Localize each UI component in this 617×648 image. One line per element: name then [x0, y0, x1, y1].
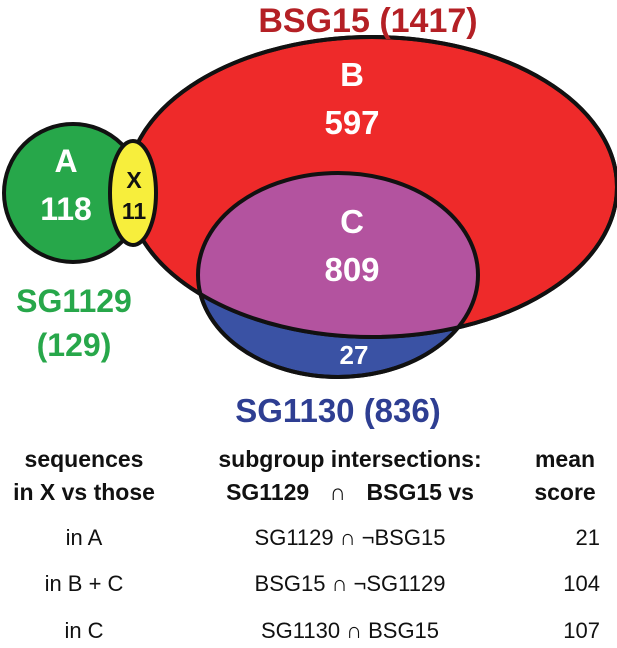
region-c-count: 809: [324, 251, 379, 288]
header-col3-line2: score: [534, 479, 596, 505]
row-score: 107: [563, 618, 600, 643]
region-x-letter: X: [126, 167, 142, 193]
header-col2-sg1129: SG1129: [226, 479, 310, 505]
header-col2-bsg15: BSG15 vs: [366, 479, 474, 505]
region-b-count: 597: [324, 104, 379, 141]
bsg15-title: BSG15 (1417): [258, 2, 477, 40]
region-x-count: 11: [122, 198, 147, 224]
sg1129-title-line2: (129): [37, 327, 112, 363]
row-label: in A: [65, 525, 103, 550]
region-a-count: 118: [40, 191, 92, 227]
header-col1-line1: sequences: [24, 446, 144, 472]
row-label: in B + C: [44, 571, 124, 596]
region-x: [108, 139, 158, 247]
header-col3-line1: mean: [534, 446, 596, 472]
region-a-letter: A: [54, 143, 77, 179]
header-col2-line2: SG1129 ∩ BSG15 vs: [195, 477, 505, 507]
region-b-letter: B: [340, 56, 364, 93]
sg1130-only-count: 27: [340, 340, 369, 370]
sg1129-title-line1: SG1129: [16, 283, 132, 319]
header-col1-line2: in X vs those: [13, 479, 155, 505]
header-col2-line1: subgroup intersections:: [218, 446, 482, 472]
row-intersection: SG1129 ∩ ¬BSG15: [254, 525, 446, 550]
comparison-table: sequences in X vs those subgroup interse…: [0, 440, 617, 648]
row-score: 21: [575, 525, 600, 550]
row-intersection: BSG15 ∩ ¬SG1129: [254, 571, 446, 596]
row-score: 104: [563, 571, 600, 596]
sg1130-title: SG1130 (836): [235, 392, 440, 429]
venn-diagram: BSG15 (1417) SG1129 (129) SG1130 (836) A…: [2, 2, 617, 429]
row-label: in C: [64, 618, 104, 643]
region-c-letter: C: [340, 203, 364, 240]
row-intersection: SG1130 ∩ BSG15: [260, 618, 440, 643]
intersection-symbol: ∩: [329, 479, 347, 505]
